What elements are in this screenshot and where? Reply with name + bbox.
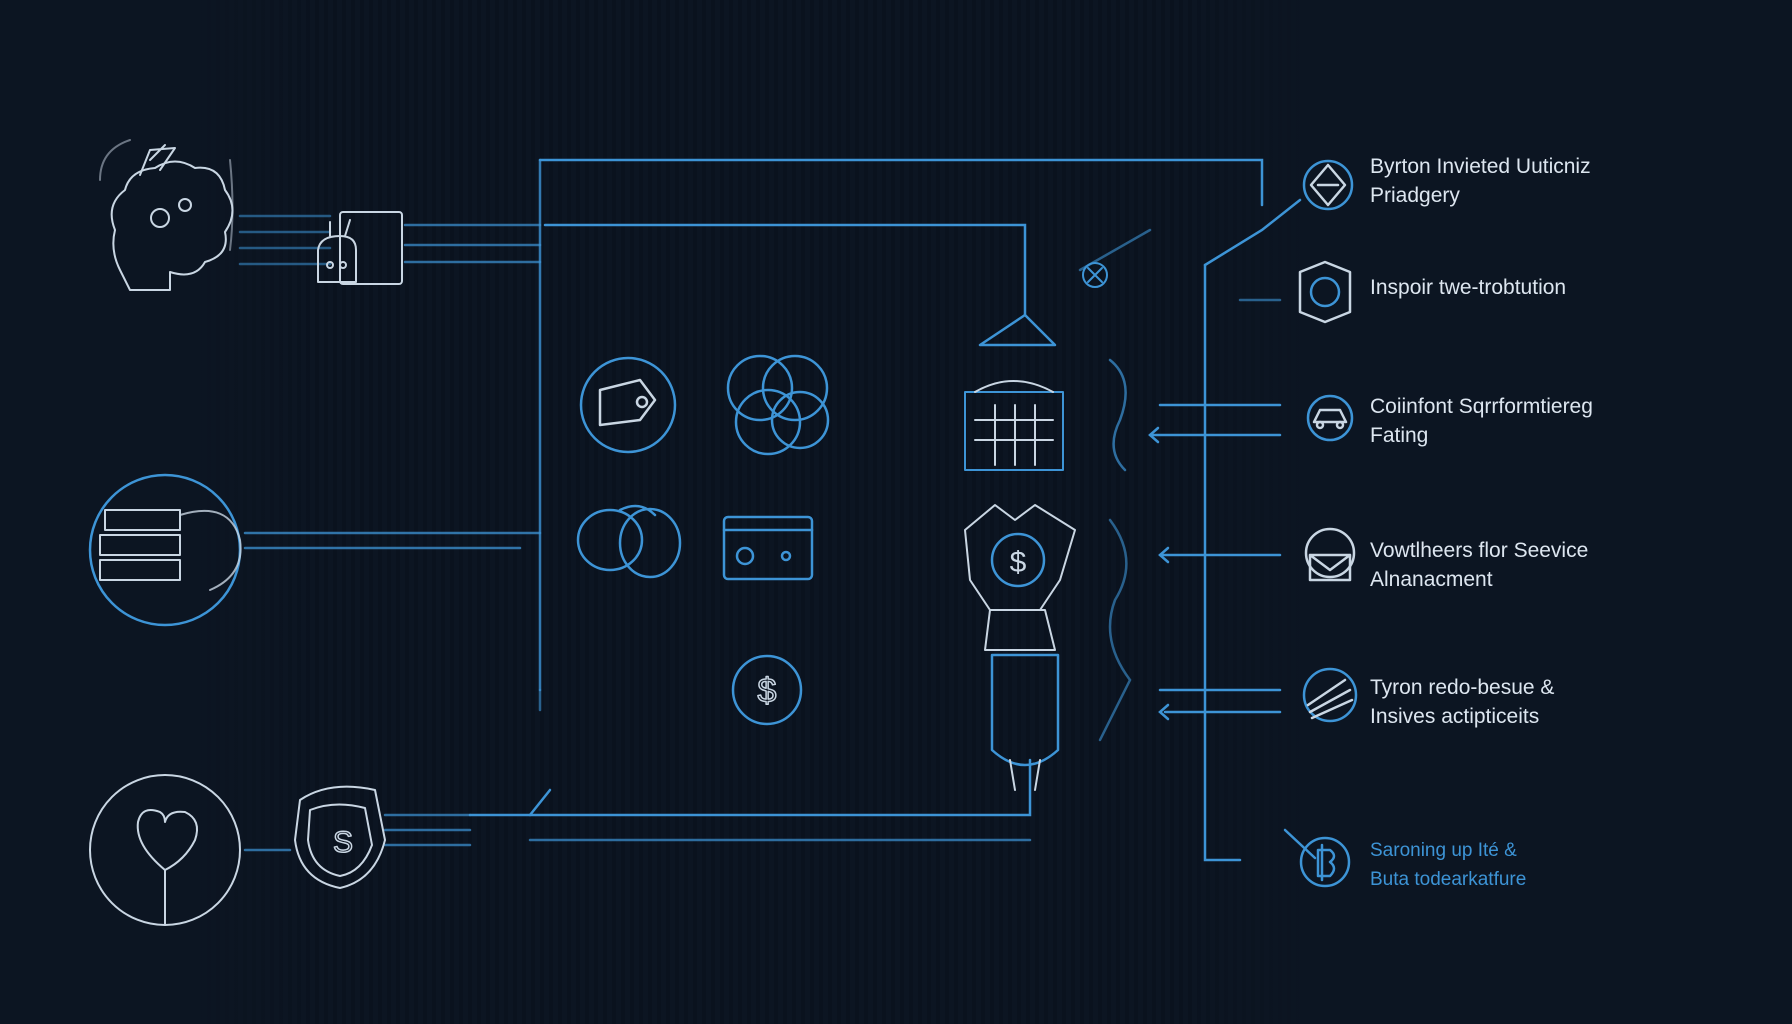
fan-badge-icon[interactable] <box>1302 667 1358 723</box>
overlapping-circles-icon <box>726 354 830 456</box>
arrow-line-3 <box>1148 403 1282 437</box>
car-badge-icon[interactable] <box>1306 394 1354 442</box>
squiggle-1 <box>1108 358 1127 472</box>
feed-lines-3 <box>243 531 542 550</box>
hand-coin-icon: $ <box>964 504 1076 611</box>
legend-item-2[interactable]: Inspoir twe-trobtution <box>1370 273 1770 302</box>
coin-glyph: $ <box>758 672 777 710</box>
envelope-badge-icon[interactable] <box>1304 527 1356 582</box>
legend-item-1[interactable]: Byrton Invieted Uuticniz Priadgery <box>1370 152 1770 210</box>
legend-item-1-line1: Byrton Invieted Uuticniz <box>1370 155 1591 178</box>
legend-item-4[interactable]: Vowtlheers flor Seevice Alnanacment <box>1370 536 1770 594</box>
legend-item-6[interactable]: Saroning up Ité & Buta todearkatfure <box>1370 836 1770 894</box>
arrow-head-5 <box>1158 703 1170 721</box>
frame-inner-line <box>543 223 1027 317</box>
arrow-head-3 <box>1148 426 1160 444</box>
legend-item-6-line1: Saroning up Ité & <box>1370 840 1517 861</box>
wallet-icon <box>722 515 814 581</box>
coin-icon: $ <box>731 654 803 726</box>
heart-sketch-icon <box>89 774 241 926</box>
legend-item-5[interactable]: Tyron redo-besue & Insives actipticeits <box>1370 673 1770 731</box>
right-bus-line <box>1203 263 1242 862</box>
tag-circle-icon <box>579 356 677 454</box>
shield-s-sketch-icon: S <box>294 785 386 889</box>
hanger-icon <box>978 313 1057 347</box>
legend-item-2-line1: Inspoir twe-trobtution <box>1370 276 1567 299</box>
building-icon <box>964 380 1064 471</box>
legend-item-1-line2: Priadgery <box>1370 184 1460 207</box>
legend-item-3-line2: Fating <box>1370 424 1429 447</box>
legend-item-4-line1: Vowtlheers flor Seevice <box>1370 539 1589 562</box>
robot-box-sketch-icon <box>317 211 403 285</box>
squiggle-2 <box>1098 518 1132 742</box>
legend-item-4-line2: Alnanacment <box>1370 568 1493 591</box>
arrow-line-5 <box>1158 688 1282 714</box>
legend-item-3-line1: Coiinfont Sqrrformtiereg <box>1370 395 1593 418</box>
legend-item-6-line2: Buta todearkatfure <box>1370 869 1527 890</box>
bottom-hook <box>528 788 552 817</box>
device-capsule-icon <box>984 609 1060 791</box>
diamond-badge-icon[interactable] <box>1302 159 1354 211</box>
legend-item-5-line2: Insives actipticeits <box>1370 705 1540 728</box>
small-gear-icon <box>1082 262 1108 288</box>
arrow-head-4 <box>1158 546 1170 564</box>
brain-sketch-icon <box>99 139 234 291</box>
shield-s-glyph: S <box>333 826 353 859</box>
legend-item-5-line1: Tyron redo-besue & <box>1370 676 1555 699</box>
hand-coin-glyph: $ <box>1010 546 1027 579</box>
feed-lines-2 <box>403 223 542 264</box>
document-stack-sketch-icon <box>88 473 242 627</box>
feed-lines-1 <box>238 214 332 266</box>
frame-top-line <box>538 158 1264 207</box>
right-bus-diagonal <box>1203 198 1302 267</box>
feed-lines-4 <box>243 813 472 852</box>
arrow-line-6 <box>1283 828 1317 860</box>
hexagon-safe-icon[interactable] <box>1298 260 1352 324</box>
coin-badge-icon[interactable] <box>1299 836 1351 888</box>
legend-item-3[interactable]: Coiinfont Sqrrformtiereg Fating <box>1370 392 1770 450</box>
bottom-return-line <box>468 758 1032 817</box>
chain-loop-icon <box>576 504 682 579</box>
backdrop-fade <box>200 0 1305 1024</box>
